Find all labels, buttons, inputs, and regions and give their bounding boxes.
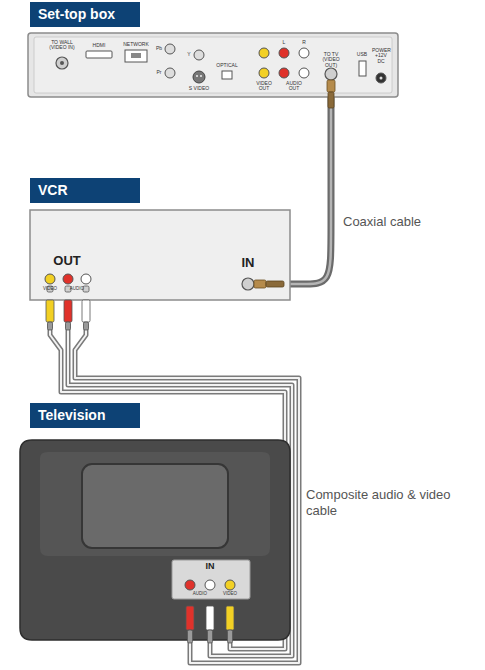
f-connector: [325, 68, 337, 80]
component-jack: [165, 68, 175, 78]
rca-plug-boot: [84, 322, 89, 330]
network-port-slot: [131, 53, 141, 58]
port-label: AUDIO OUT: [281, 81, 307, 92]
port-label: TO TV (VIDEO OUT): [316, 52, 346, 68]
f-connector-pin: [60, 61, 64, 65]
rca-plug: [46, 300, 54, 322]
audio-jack: [279, 68, 289, 78]
audio-jack: [299, 68, 309, 78]
port-label: VIDEO: [220, 592, 240, 597]
rca-plug-boot: [66, 322, 71, 330]
rca-plug: [82, 300, 90, 322]
coaxial-cable: [290, 97, 331, 284]
port-label: OPTICAL: [212, 63, 242, 68]
f-plug-nut: [327, 80, 335, 92]
f-plug-nut: [254, 280, 266, 288]
audio-jack: [185, 580, 195, 590]
port-label: VIDEO: [41, 287, 59, 292]
set-top-box-panel: [34, 37, 392, 93]
port-label: Pb: [154, 46, 164, 51]
tv-input-panel: [172, 560, 250, 599]
set-top-box-body: [28, 33, 398, 97]
power-jack: [376, 73, 386, 83]
s-video-pin: [196, 75, 198, 77]
audio-jack: [279, 48, 289, 58]
component-jack: [165, 44, 175, 54]
port-label: HDMI: [84, 43, 114, 48]
audio-jack: [63, 274, 73, 284]
video-jack: [225, 580, 235, 590]
rca-plug-boot: [228, 630, 233, 643]
tv-body: [20, 440, 290, 640]
port-label: USB: [355, 52, 369, 57]
s-video-jack: [193, 71, 205, 83]
port-label: AUDIO: [66, 287, 88, 292]
heading-tab: Television: [30, 403, 140, 428]
rca-plug: [206, 606, 214, 630]
audio-jack: [299, 48, 309, 58]
port-label: OUT: [47, 254, 87, 268]
f-plug-body: [266, 281, 284, 287]
coax-in-jack: [242, 278, 254, 290]
port-label: L: [280, 40, 288, 45]
component-jack: [194, 50, 204, 60]
video-jack: [259, 68, 269, 78]
hdmi-port: [86, 51, 112, 58]
power-jack-pin: [380, 77, 383, 80]
network-port: [125, 50, 147, 62]
rca-plug: [226, 606, 234, 630]
port-label: IN: [233, 256, 263, 270]
f-plug-body: [328, 92, 334, 108]
port-label: Pr: [154, 70, 164, 75]
video-jack: [45, 274, 55, 284]
port-label: TO WALL (VIDEO IN): [47, 40, 77, 51]
audio-jack: [205, 580, 215, 590]
rca-plug: [186, 606, 194, 630]
cable-label: Coaxial cable: [341, 214, 423, 230]
device-group: VCR: [28, 178, 290, 300]
rca-plug-boot: [188, 630, 193, 643]
vcr-body: [30, 210, 290, 300]
port-label: Y: [185, 52, 193, 57]
rca-plug: [64, 300, 72, 322]
port-label: POWER +12V DC: [372, 48, 390, 64]
port-label: NETWORK: [119, 42, 153, 47]
cable-core: [290, 97, 331, 284]
port-label: VIDEO OUT: [254, 81, 274, 92]
port-label: R: [300, 40, 308, 45]
heading-tab: VCR: [30, 178, 140, 203]
port-label: IN: [200, 562, 220, 571]
s-video-pin: [200, 75, 202, 77]
cable-label: Composite audio & video cable: [304, 487, 473, 519]
optical-port: [222, 71, 232, 79]
device-group: Set-top box: [28, 0, 398, 97]
device-group: Television: [18, 403, 293, 643]
usb-port: [359, 61, 366, 76]
video-jack: [259, 48, 269, 58]
heading-tab: Set-top box: [30, 2, 140, 27]
f-connector: [56, 57, 68, 69]
tv-screen: [82, 464, 228, 548]
rca-plug-boot: [208, 630, 213, 643]
port-label: S VIDEO: [184, 86, 214, 91]
audio-jack: [81, 274, 91, 284]
port-label: AUDIO: [189, 592, 211, 597]
rca-plug-boot: [48, 322, 53, 330]
tv-bezel: [40, 452, 270, 556]
